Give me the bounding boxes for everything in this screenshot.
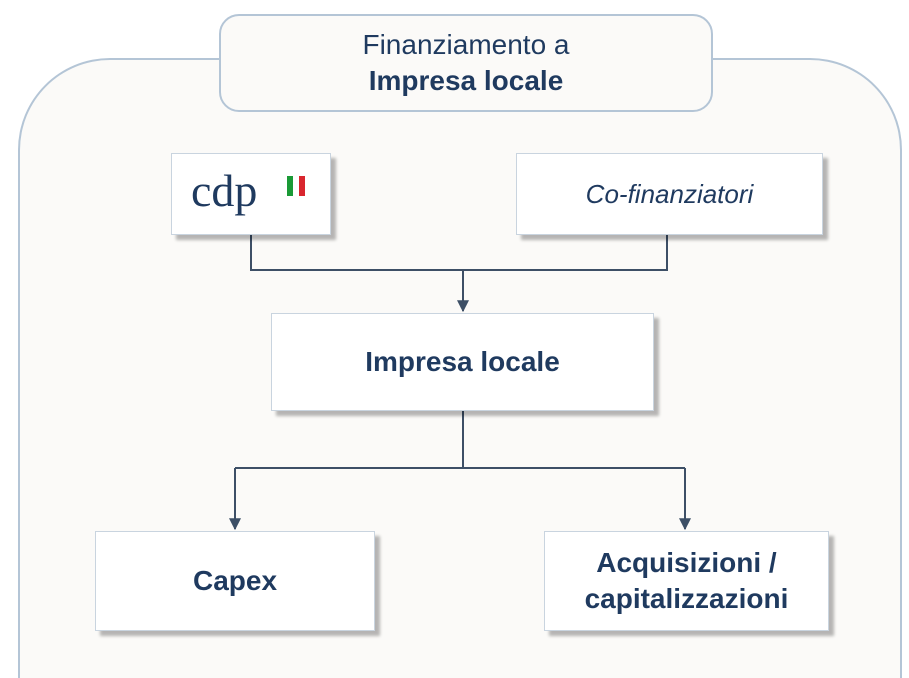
acquisizioni-label-line2: capitalizzazioni bbox=[584, 583, 789, 614]
italian-flag-icon bbox=[287, 176, 305, 196]
acquisizioni-label-line1: Acquisizioni / bbox=[596, 547, 777, 578]
cdp-node: cdp bbox=[171, 153, 331, 235]
cofinanziatori-label: Co-finanziatori bbox=[585, 178, 754, 209]
capex-label: Capex bbox=[192, 565, 278, 596]
cofinanziatori-node: Co-finanziatori bbox=[516, 153, 823, 235]
connector-cofinanziatori bbox=[463, 235, 668, 271]
title-line2: Impresa locale bbox=[368, 65, 564, 96]
capex-node: Capex bbox=[95, 531, 375, 631]
connector-cdp bbox=[250, 235, 463, 271]
cdp-logo: cdp bbox=[191, 166, 311, 222]
title-box: Finanziamento a Impresa locale bbox=[219, 14, 713, 112]
title-line1: Finanziamento a bbox=[362, 29, 570, 60]
cdp-logo-text: cdp bbox=[191, 165, 258, 216]
acquisizioni-node: Acquisizioni / capitalizzazioni bbox=[544, 531, 829, 631]
impresa-locale-node: Impresa locale bbox=[271, 313, 654, 411]
impresa-locale-label: Impresa locale bbox=[365, 346, 560, 377]
